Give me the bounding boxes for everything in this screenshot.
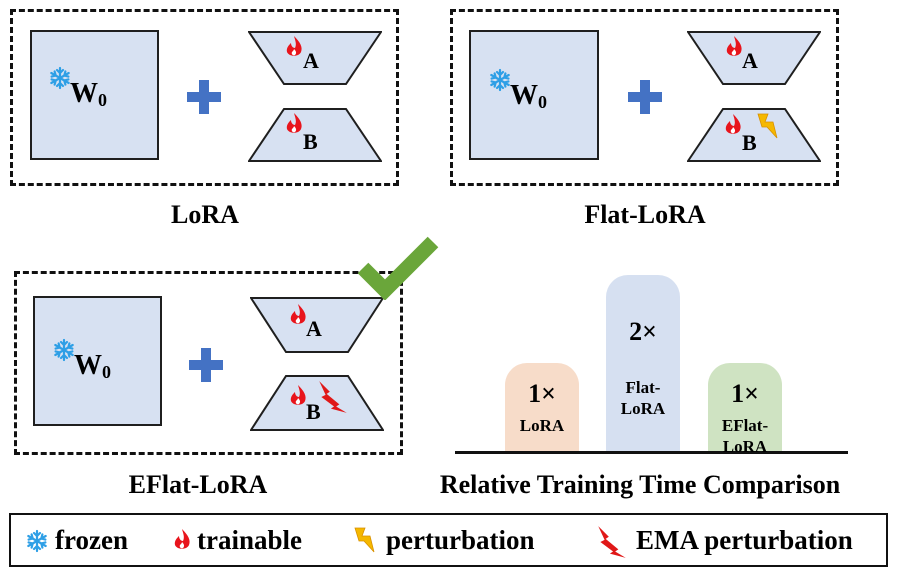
snowflake-icon — [54, 338, 74, 362]
lora-a-label: A — [303, 48, 319, 73]
bar-category-label: Flat- — [625, 378, 661, 397]
lora-w0-matrix — [30, 30, 159, 160]
flat-lora-b-matrix — [687, 108, 821, 162]
lightning-icon — [757, 113, 778, 139]
eflat-lora-w0-label: W0 — [74, 350, 111, 382]
lora-panel — [10, 9, 399, 186]
red-lightning-icon — [319, 381, 347, 413]
bar-flat-lora: 2× Flat- LoRA — [606, 275, 680, 451]
bar-category-label: EFlat- — [721, 416, 769, 435]
bar-value-label: 1× — [731, 379, 759, 408]
snowflake-icon — [50, 66, 70, 90]
eflat-lora-caption: EFlat-LoRA — [128, 470, 268, 499]
flame-icon — [286, 36, 302, 56]
plus-icon — [628, 80, 662, 114]
bar-eflat-lora: 1× EFlat- LoRA — [708, 363, 782, 456]
bar-category-label: LoRA — [519, 416, 565, 435]
flat-lora-a-matrix — [687, 31, 821, 85]
red-lightning-icon — [598, 526, 626, 558]
snowflake-icon — [490, 68, 510, 92]
flat-lora-a-label: A — [742, 48, 758, 73]
flat-lora-w0-label: W0 — [510, 80, 547, 112]
lora-caption: LoRA — [171, 200, 239, 229]
eflat-lora-b-label: B — [306, 399, 321, 424]
flat-lora-w0-matrix — [469, 30, 599, 160]
flame-icon — [725, 114, 741, 134]
lora-a-matrix — [248, 31, 382, 85]
flat-lora-panel — [450, 9, 839, 186]
flame-icon — [174, 529, 190, 549]
plus-icon — [189, 348, 223, 382]
lora-b-label: B — [303, 129, 318, 154]
legend-perturbation-label: perturbation — [386, 525, 535, 555]
legend: frozen trainable perturbation EMA pertur… — [9, 513, 888, 567]
eflat-lora-b-matrix — [250, 375, 384, 431]
eflat-lora-panel — [14, 271, 403, 455]
checkmark-icon — [357, 236, 439, 300]
eflat-lora-w0-matrix — [33, 296, 162, 426]
snowflake-icon — [27, 529, 47, 553]
lightning-icon — [354, 527, 375, 553]
legend-ema-perturbation-label: EMA perturbation — [636, 525, 853, 555]
training-time-chart: 1× LoRA 2× Flat- LoRA 1× EFlat- LoRA — [455, 270, 850, 456]
bar-lora: 1× LoRA — [505, 363, 579, 451]
eflat-lora-a-matrix — [250, 297, 384, 353]
lora-w0-label: W0 — [70, 78, 107, 110]
bar-category-label: LoRA — [620, 399, 666, 418]
bar-category-label: LoRA — [722, 437, 768, 456]
bar-value-label: 1× — [528, 379, 556, 408]
legend-trainable-label: trainable — [197, 525, 302, 555]
flat-lora-caption: Flat-LoRA — [584, 200, 706, 229]
legend-frozen-label: frozen — [55, 525, 128, 555]
lora-b-matrix — [248, 108, 382, 162]
flat-lora-b-label: B — [742, 130, 757, 155]
flame-icon — [286, 113, 302, 133]
plus-icon — [187, 80, 221, 114]
eflat-lora-a-label: A — [306, 316, 322, 341]
chart-baseline — [455, 451, 848, 454]
bar-value-label: 2× — [629, 317, 657, 346]
chart-title: Relative Training Time Comparison — [439, 470, 841, 499]
